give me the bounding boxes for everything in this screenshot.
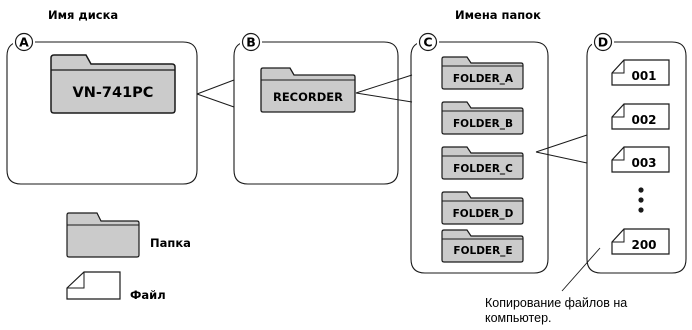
file-200-label: 200 <box>631 238 656 252</box>
legend-folder-label: Папка <box>150 236 191 250</box>
folder-d-icon: FOLDER_D <box>441 191 524 225</box>
copy-to-computer-note: Копирование файлов на компьютер. <box>485 296 627 326</box>
panel-c-letter: C <box>423 35 432 50</box>
file-002-icon: 002 <box>611 103 670 130</box>
recorder-label: RECORDER <box>273 90 343 104</box>
copy-note-pointer <box>561 247 601 292</box>
panel-d-letter: D <box>598 35 608 50</box>
connector-a-b <box>196 79 235 108</box>
folder-b-icon: FOLDER_B <box>441 101 524 135</box>
copy-note-line-1: Копирование файлов на <box>485 296 628 310</box>
file-002-label: 002 <box>631 113 656 127</box>
folder-a-icon: FOLDER_A <box>441 56 524 90</box>
panel-d-badge: D <box>593 32 613 52</box>
panel-b-letter: B <box>246 35 256 50</box>
folder-e-icon: FOLDER_E <box>441 229 524 263</box>
file-003-label: 003 <box>631 156 656 170</box>
folder-d-label: FOLDER_D <box>453 208 514 220</box>
folder-c-icon: FOLDER_C <box>441 146 524 180</box>
panel-a-letter: A <box>19 35 29 50</box>
file-003-icon: 003 <box>611 146 670 173</box>
folder-a-label: FOLDER_A <box>453 73 514 85</box>
file-001-label: 001 <box>631 69 656 83</box>
folder-c-label: FOLDER_C <box>453 163 513 175</box>
copy-note-line-2: компьютер. <box>485 311 552 325</box>
panel-b-badge: B <box>241 32 261 52</box>
panel-a-badge: A <box>14 32 34 52</box>
connector-b-c <box>355 74 413 103</box>
panel-c-badge: C <box>418 32 438 52</box>
disk-folder-icon: VN-741PC <box>50 54 176 114</box>
connector-c-d <box>535 134 588 164</box>
disk-name-caption: Имя диска <box>48 8 119 22</box>
legend-file-icon <box>66 271 121 300</box>
folder-b-label: FOLDER_B <box>453 118 513 130</box>
folder-names-caption: Имена папок <box>455 8 541 22</box>
legend-folder-icon <box>66 212 140 258</box>
ellipsis-dots-icon <box>638 187 644 213</box>
file-001-icon: 001 <box>611 59 670 86</box>
recorder-folder-icon: RECORDER <box>260 67 356 113</box>
file-200-icon: 200 <box>611 228 670 255</box>
disk-label: VN-741PC <box>73 85 154 101</box>
legend-file-label: Файл <box>130 288 166 302</box>
folder-e-label: FOLDER_E <box>453 245 512 257</box>
